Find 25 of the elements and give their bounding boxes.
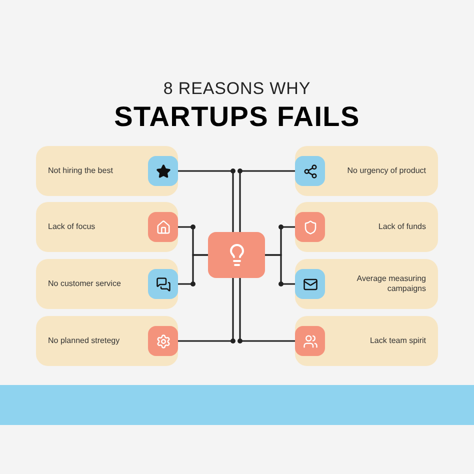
reason-text: Lack of focus <box>48 222 96 232</box>
connector-line <box>239 170 295 232</box>
connector-line <box>178 170 234 232</box>
reason-card <box>295 259 438 309</box>
reason-text: Average measuring campaigns <box>356 274 426 294</box>
reason-text: Not hiring the best <box>48 166 113 176</box>
reason-card <box>36 316 178 366</box>
reason-text: Lack of funds <box>378 222 426 232</box>
title: STARTUPS FAILS <box>114 100 360 134</box>
connector-line <box>178 254 208 285</box>
connector-line <box>239 278 295 342</box>
reason-card <box>36 202 178 252</box>
reason-card <box>295 202 438 252</box>
reason-text: No customer service <box>48 279 121 289</box>
connector-line <box>265 254 295 285</box>
reason-card <box>36 259 178 309</box>
subtitle: 8 REASONS WHY <box>163 78 311 100</box>
reason-card <box>36 146 178 196</box>
center-box <box>208 232 265 278</box>
reason-text: No urgency of product <box>347 166 426 176</box>
connector-line <box>178 278 234 342</box>
reason-card <box>295 146 438 196</box>
reason-card <box>295 316 438 366</box>
reason-text: Lack team spirit <box>370 336 426 346</box>
reason-text: No planned stretegy <box>48 336 120 346</box>
